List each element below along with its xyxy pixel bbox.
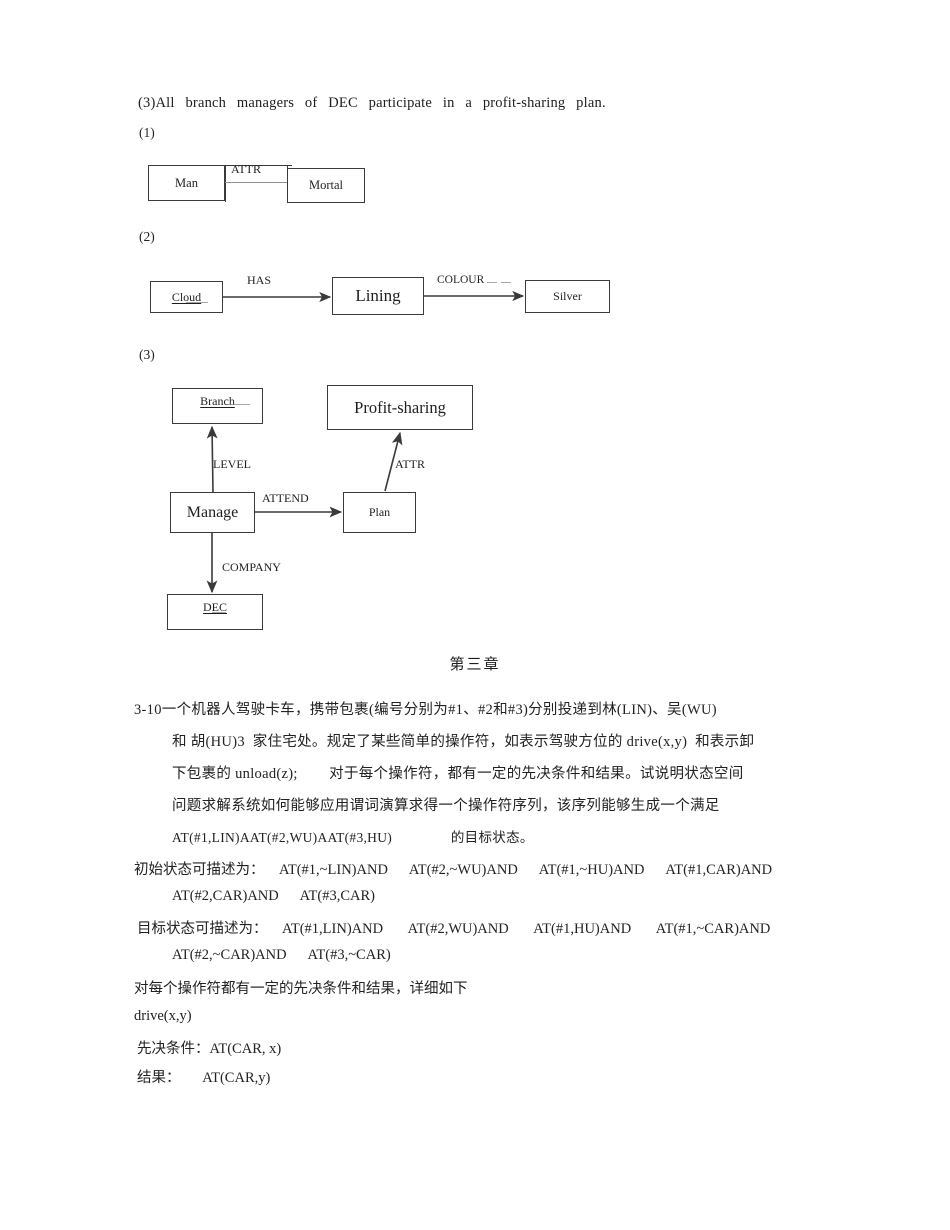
diagram3-node-plan-label: Plan: [368, 505, 391, 519]
diagram2-node-lining-label: Lining: [355, 286, 401, 305]
diagram2-cloud-underline-smudge: [186, 302, 208, 304]
diagram2-node-silver-label: Silver: [553, 289, 582, 303]
diagram1-edge-attr-line: [225, 182, 288, 184]
section-label-3: (3): [139, 347, 155, 362]
diagram3-node-profit-sharing-label: Profit-sharing: [354, 397, 446, 417]
operator-precondition: 先决条件：AT(CAR, x): [137, 1041, 282, 1057]
diagram1-edge-top-segment: [225, 165, 292, 167]
section-label-2: (2): [139, 229, 155, 244]
question-line-2: 和 胡(HU)3 家住宅处。规定了某些简单的操作符，如表示驾驶方位的 drive…: [172, 734, 755, 750]
initial-state-line-2: AT(#2,CAR)AND AT(#3,CAR): [172, 888, 375, 904]
operator-name: drive(x,y): [134, 1008, 192, 1024]
diagram3-node-manager: Manage: [170, 492, 255, 533]
diagram2-colour-smudge-a: [487, 282, 497, 284]
operator-effect: 结果： AT(CAR,y): [137, 1070, 271, 1086]
question-line-5: AT(#1,LIN)AAT(#2,WU)AAT(#3,HU) 的目标状态。: [172, 830, 534, 845]
diagram1-edge-right-riser: [287, 166, 289, 203]
intro-sentence: (3)All branch managers of DEC participat…: [138, 95, 606, 111]
diagram3-branch-underline-smudge: [228, 404, 250, 406]
diagram3-node-dec-label: DEC: [203, 600, 227, 614]
diagram2-node-lining: Lining: [332, 277, 424, 315]
diagram1-edge-attr-label: ATTR: [231, 162, 261, 176]
question-line-3: 下包裹的 unload(z); 对于每个操作符，都有一定的先决条件和结果。试说明…: [172, 766, 744, 782]
question-line-4: 问题求解系统如何能够应用谓词演算求得一个操作符序列，该序列能够生成一个满足: [172, 798, 720, 814]
diagram2-node-cloud: Cloud: [150, 281, 223, 313]
diagram2-edge-has-label: HAS: [247, 273, 272, 287]
diagram1-node-mortal-label: Mortal: [308, 178, 344, 192]
diagram1-edge-left-riser: [225, 165, 227, 202]
diagram3-node-branch: Branch: [172, 388, 263, 424]
diagram3-node-profit-sharing: Profit-sharing: [327, 385, 473, 430]
chapter-heading: 第三章: [449, 657, 501, 673]
diagram2-node-cloud-label: Cloud: [171, 289, 202, 304]
operator-intro: 对每个操作符都有一定的先决条件和结果，详细如下: [134, 981, 468, 997]
goal-state-line-1: 目标状态可描述为： AT(#1,LIN)AND AT(#2,WU)AND AT(…: [137, 921, 771, 937]
diagram2-edge-colour-label: COLOUR: [437, 274, 485, 286]
diagram3-node-branch-label: Branch: [200, 394, 235, 408]
diagram3-edge-attend-label: ATTEND: [262, 491, 309, 505]
diagram3-node-plan: Plan: [343, 492, 416, 533]
diagram3-edge-level-label: LEVEL: [213, 457, 251, 471]
section-label-1: (1): [139, 125, 155, 140]
diagram3-dec-underline-smudge: [212, 612, 226, 614]
goal-state-line-2: AT(#2,~CAR)AND AT(#3,~CAR): [172, 947, 391, 963]
question-line-1: 3-10一个机器人驾驶卡车，携带包裹(编号分别为#1、#2和#3)分别投递到林(…: [134, 702, 717, 718]
diagram1-node-mortal: Mortal: [287, 168, 365, 203]
diagram2-node-silver: Silver: [525, 280, 610, 313]
diagram3-edge-company-label: COMPANY: [222, 560, 281, 574]
diagram1-node-man-label: Man: [175, 175, 198, 190]
initial-state-line-1: 初始状态可描述为： AT(#1,~LIN)AND AT(#2,~WU)AND A…: [134, 862, 773, 878]
diagram1-node-man: Man: [148, 165, 225, 201]
diagram3-node-manager-label: Manage: [186, 503, 239, 521]
diagram2-colour-smudge-b: [501, 282, 511, 284]
diagram3-edge-attr-label: ATTR: [395, 457, 425, 471]
